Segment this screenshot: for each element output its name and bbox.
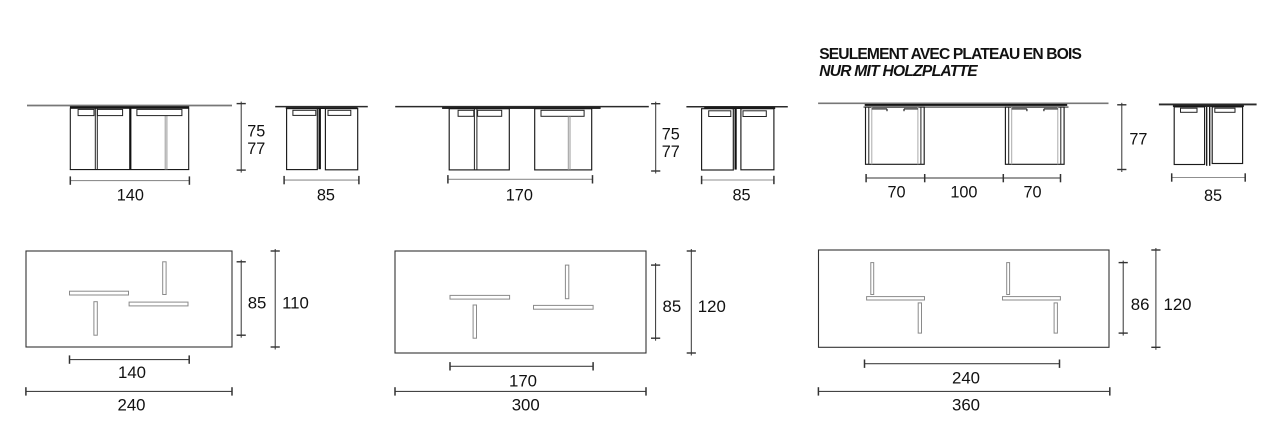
svg-text:170: 170 [506, 186, 533, 204]
svg-text:120: 120 [698, 297, 726, 316]
svg-text:100: 100 [950, 184, 977, 202]
svg-text:360: 360 [952, 395, 980, 414]
svg-text:140: 140 [118, 363, 146, 382]
svg-text:85: 85 [663, 297, 682, 316]
svg-text:240: 240 [118, 395, 146, 414]
svg-text:SEULEMENT AVEC PLATEAU EN BOIS: SEULEMENT AVEC PLATEAU EN BOIS [819, 46, 1081, 63]
svg-text:70: 70 [1023, 184, 1041, 202]
svg-text:240: 240 [952, 368, 980, 387]
svg-text:75: 75 [662, 126, 680, 144]
svg-text:85: 85 [248, 293, 267, 312]
svg-text:85: 85 [1204, 187, 1222, 205]
svg-text:85: 85 [732, 186, 750, 204]
svg-text:77: 77 [247, 140, 265, 158]
svg-text:170: 170 [509, 372, 537, 391]
svg-text:75: 75 [247, 122, 265, 140]
svg-text:86: 86 [1131, 295, 1150, 314]
svg-text:NUR MIT HOLZPLATTE: NUR MIT HOLZPLATTE [819, 63, 978, 80]
svg-text:140: 140 [117, 186, 144, 204]
svg-text:77: 77 [1129, 131, 1147, 149]
svg-text:110: 110 [282, 293, 309, 312]
svg-text:85: 85 [317, 186, 335, 204]
svg-text:77: 77 [662, 143, 680, 161]
svg-text:300: 300 [512, 395, 540, 414]
svg-text:120: 120 [1164, 295, 1192, 314]
svg-text:70: 70 [887, 184, 905, 202]
